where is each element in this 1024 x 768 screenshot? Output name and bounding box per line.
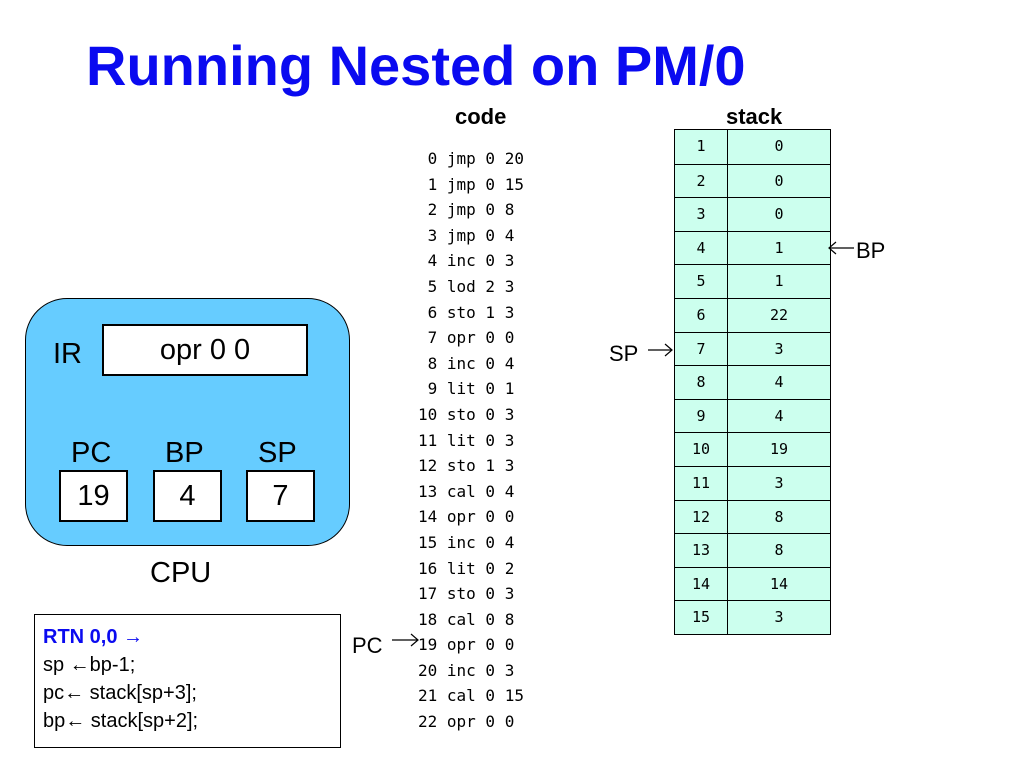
stack-index: 4 xyxy=(675,231,728,265)
stack-index: 7 xyxy=(675,332,728,366)
pc-register-label: PC xyxy=(71,437,112,469)
code-line: 17 sto 0 3 xyxy=(418,584,515,604)
bp-pointer-label: BP xyxy=(856,238,886,263)
stack-index: 10 xyxy=(675,433,728,466)
stack-value: 8 xyxy=(774,507,784,526)
bp-arrow-icon xyxy=(828,241,854,255)
code-line: 5 lod 2 3 xyxy=(418,276,515,296)
bp-register-label: BP xyxy=(165,437,204,469)
code-line: 4 inc 0 3 xyxy=(418,251,515,271)
code-line: 13 cal 0 4 xyxy=(418,481,515,501)
code-line: 11 lit 0 3 xyxy=(418,430,515,450)
stack-row: 12 8 xyxy=(675,499,830,534)
rtn-line: sp ←bp-1; xyxy=(43,654,136,676)
stack-index: 3 xyxy=(675,198,728,231)
stack-value: 1 xyxy=(774,238,784,257)
stack-value: 3 xyxy=(774,339,784,358)
stack-row: 13 8 xyxy=(675,533,830,567)
stack-index: 2 xyxy=(675,164,728,198)
stack-value: 14 xyxy=(769,574,789,593)
sp-arrow-icon xyxy=(648,343,673,357)
rtn-title: RTN 0,0 → xyxy=(43,626,144,648)
rtn-line: pc← stack[sp+3]; xyxy=(43,682,197,704)
code-line: 2 jmp 0 8 xyxy=(418,200,515,220)
stack-value: 0 xyxy=(774,205,784,224)
stack-value: 19 xyxy=(769,440,789,459)
stack-value: 0 xyxy=(774,137,784,155)
stack-row: 14 14 xyxy=(675,566,830,601)
code-line: 3 jmp 0 4 xyxy=(418,225,515,245)
stack-index: 6 xyxy=(675,298,728,332)
stack-row: 11 3 xyxy=(675,465,830,500)
cpu-label: CPU xyxy=(150,557,212,589)
rtn-line: bp← stack[sp+2]; xyxy=(43,710,199,732)
stack-value: 4 xyxy=(774,373,784,392)
code-line: 22 opr 0 0 xyxy=(418,712,515,732)
stack-index: 11 xyxy=(675,466,728,500)
code-line: 12 sto 1 3 xyxy=(418,456,515,476)
code-line: 1 jmp 0 15 xyxy=(418,174,524,194)
stack-value: 22 xyxy=(769,305,789,324)
stack-index: 14 xyxy=(675,567,728,601)
stack-value: 1 xyxy=(774,272,784,291)
code-line: 19 opr 0 0 xyxy=(418,635,515,655)
sp-register: 7 xyxy=(246,470,315,522)
sp-register-label: SP xyxy=(258,437,297,469)
sp-pointer-label: SP xyxy=(609,341,639,366)
stack-index: 9 xyxy=(675,399,728,433)
stack-index: 13 xyxy=(675,534,728,567)
stack-index: 5 xyxy=(675,265,728,298)
stack-header: stack xyxy=(726,104,783,129)
code-line: 20 inc 0 3 xyxy=(418,660,515,680)
ir-label: IR xyxy=(53,338,82,370)
code-line: 15 inc 0 4 xyxy=(418,532,515,552)
code-line: 18 cal 0 8 xyxy=(418,609,515,629)
code-line: 10 sto 0 3 xyxy=(418,404,515,424)
rtn-description: RTN 0,0 → sp ←bp-1; pc← stack[sp+3]; bp←… xyxy=(34,614,341,748)
stack-row: 10 19 xyxy=(675,432,830,466)
stack-value: 3 xyxy=(774,473,784,492)
stack-row: 6 22 xyxy=(675,297,830,332)
code-line: 14 opr 0 0 xyxy=(418,507,515,527)
pc-pointer-label: PC xyxy=(352,633,383,658)
slide-title: Running Nested on PM/0 xyxy=(86,34,746,97)
stack-index: 12 xyxy=(675,500,728,534)
stack-row: 15 3 xyxy=(675,600,830,634)
pc-register: 19 xyxy=(59,470,128,522)
code-header: code xyxy=(455,104,507,129)
ir-register: opr 0 0 xyxy=(102,324,308,376)
code-line: 9 lit 0 1 xyxy=(418,379,515,399)
pc-arrow-icon xyxy=(392,633,419,647)
code-line: 6 sto 1 3 xyxy=(418,302,515,322)
code-line: 16 lit 0 2 xyxy=(418,558,515,578)
stack-value: 4 xyxy=(774,406,784,425)
code-line: 0 jmp 0 20 xyxy=(418,149,524,168)
stack-value: 8 xyxy=(774,541,784,560)
code-line: 8 inc 0 4 xyxy=(418,353,515,373)
stack-index: 1 xyxy=(675,130,728,164)
bp-register: 4 xyxy=(153,470,222,522)
stack-index: 8 xyxy=(675,366,728,399)
stack-value: 3 xyxy=(774,608,784,627)
code-line: 7 opr 0 0 xyxy=(418,328,515,348)
stack-value: 0 xyxy=(774,171,784,190)
stack-index: 15 xyxy=(675,601,728,634)
code-listing: 0 jmp 0 20 1 jmp 0 15 2 jmp 0 8 3 jmp 0 … xyxy=(418,146,524,735)
code-line: 21 cal 0 15 xyxy=(418,686,524,706)
